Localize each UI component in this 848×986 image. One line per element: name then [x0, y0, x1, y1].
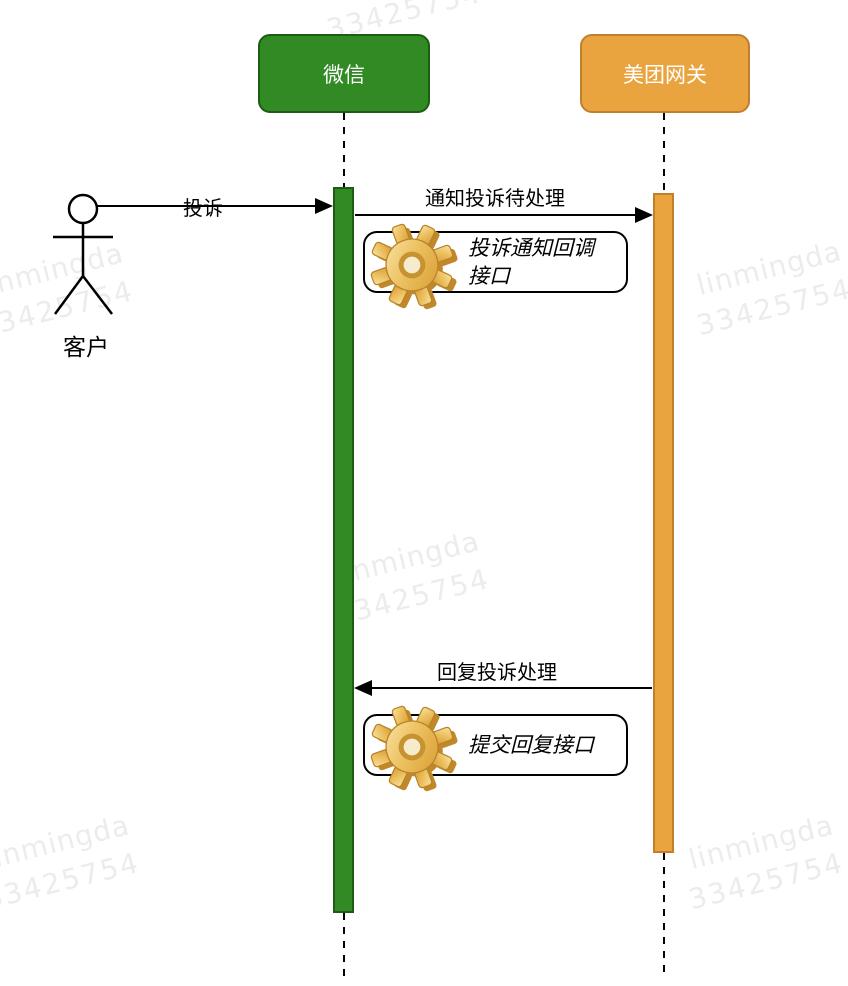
- arrowhead-left: [354, 680, 372, 696]
- message-arrow-notify: [355, 207, 653, 223]
- actor-head: [67, 193, 99, 225]
- note-callback-line1: 投诉通知回调: [468, 236, 594, 260]
- participant-wechat-label: 微信: [323, 62, 365, 87]
- arrowhead-right: [315, 198, 333, 214]
- actor-figure: [53, 193, 113, 315]
- note-submit-reply-text: 提交回复接口: [468, 716, 626, 774]
- arrowhead-right: [635, 207, 653, 223]
- message-complaint-label: 投诉: [183, 196, 223, 220]
- participant-wechat: 微信: [258, 34, 430, 113]
- note-submit-reply-line1: 提交回复接口: [468, 733, 594, 757]
- message-arrow-complaint: [97, 198, 333, 214]
- gear-icon: [364, 219, 460, 311]
- actor-left-leg: [53, 275, 85, 315]
- activation-bar-meituan: [653, 193, 674, 853]
- actor-right-leg: [82, 275, 113, 315]
- participant-meituan: 美团网关: [580, 34, 750, 113]
- note-callback-text: 投诉通知回调 接口: [468, 233, 626, 291]
- message-arrow-reply: [354, 680, 652, 696]
- participant-meituan-label: 美团网关: [623, 62, 707, 87]
- message-notify-label: 通知投诉待处理: [425, 186, 565, 210]
- actor-label: 客户: [63, 335, 109, 361]
- note-callback-line2: 接口: [468, 264, 510, 288]
- message-reply-label: 回复投诉处理: [437, 660, 557, 684]
- gear-icon: [364, 701, 460, 793]
- activation-bar-wechat: [333, 187, 354, 913]
